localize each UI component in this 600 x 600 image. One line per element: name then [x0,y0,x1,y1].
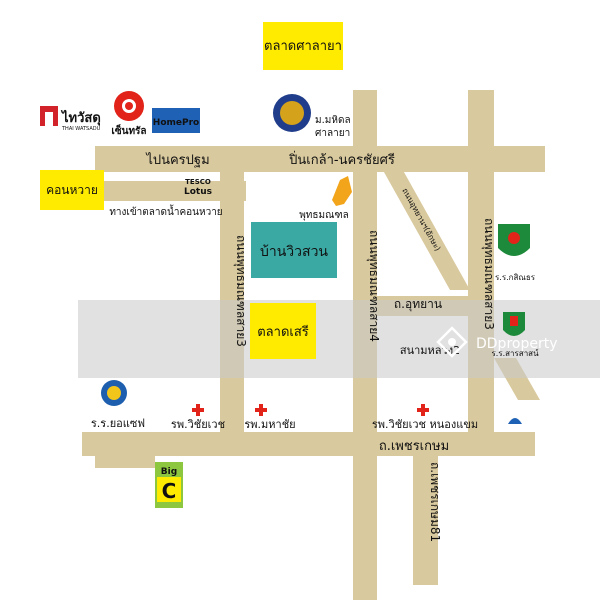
bigc-logo: Big C [155,462,183,508]
yothin-school: ร.ร.ยอแซฟ [91,380,145,430]
svg-text:Lotus: Lotus [184,187,212,197]
buddhamonthon-sai3-label: ถนนพุทธมณฑลสาย3 [233,235,248,347]
khlong-khwai-label: คอนหวาย [46,183,98,197]
red-cross-icon [255,404,267,416]
kasem-school: ร.ร.กสิณธร [495,224,536,282]
road-buddhamonthon-sai3 [220,152,244,432]
vichaivej-nongkhaem-label: รพ.วิชัยเวช หนองแขม [372,418,478,431]
red-cross-icon [417,404,429,416]
svg-text:HomePro: HomePro [153,118,199,128]
mahidol-seal: ม.มหิดล ศาลายา [273,94,351,139]
svg-text:Big: Big [161,467,177,477]
khlong-khwai-entrance-label: ทางเข้าตลาดน้ำคอนหวาย [109,204,222,218]
sarasas-school: ร.ร.สารสาสน์ [491,312,539,358]
market-top-box [263,22,343,70]
svg-text:ร.ร.สารสาสน์: ร.ร.สารสาสน์ [491,348,539,358]
phetkasem-road-label: ถ.เพชรเกษม [379,439,449,454]
watermark: DDproperty [436,326,558,358]
svg-text:ศาลายา: ศาลายา [315,128,350,139]
shell-icon [508,418,522,424]
svg-text:DDproperty: DDproperty [476,336,558,352]
uthayan-road-label: ถ.อุทยาน [394,297,442,312]
svg-text:พุทธมณฑล: พุทธมณฑล [299,210,349,221]
central-logo: เซ็นทรัล [111,91,147,137]
svg-text:ม.มหิดล: ม.มหิดล [315,115,351,126]
road-phetkasem-81 [413,445,438,585]
talad-seri-label: ตลาดเสรี [257,324,309,340]
thaiwatsadu-logo: ไทวัสดุ THAI WATSADU [40,106,101,132]
homepro-logo: HomePro [152,108,200,133]
buddhamonthon-sai3-right-label: ถนนพุทธมณฑลสาย3 [481,218,496,330]
market-top-label: ตลาดศาลายา [264,39,342,54]
road-phetkasem [82,432,535,456]
svg-text:ร.ร.กสิณธร: ร.ร.กสิณธร [495,273,536,282]
khlong-khwai-box [40,170,104,210]
vichaivej-hospital-label: รพ.วิชัยเวช [171,418,225,431]
buddhamonthon-landmark: พุทธมณฑล [299,176,352,221]
sanam-luang-2-label: สนามหลวง2 [400,344,460,357]
road-right-vertical [468,90,494,450]
buddhamonthon-sai4-label: ถนนพุทธมณฑลสาย4 [366,230,381,342]
phetkasem-81-label: ถ.เพชรเกษม81 [428,462,442,542]
baan-wiw-suan-label: บ้านวิวสวน [260,244,328,260]
svg-text:เซ็นทรัล: เซ็นทรัล [111,123,146,137]
svg-text:ร.ร.ยอแซฟ: ร.ร.ยอแซฟ [91,417,145,430]
golden-statue-icon [332,176,352,206]
red-cross-icon [192,404,204,416]
road-khlong-khwai [78,181,246,201]
baan-wiw-suan-box [251,222,337,278]
to-nakhon-pathom-label: ไปนครปฐม [145,152,209,168]
talad-seri-box [250,303,316,359]
road-diagonal [380,165,470,290]
svg-text:C: C [162,479,177,503]
svg-text:THAI WATSADU: THAI WATSADU [61,126,101,132]
svg-text:TESCO: TESCO [185,178,211,186]
road-phetkasem-lower-left [95,456,155,468]
tesco-lotus-logo: TESCO Lotus [184,178,212,197]
mahachai-hospital-label: รพ.มหาชัย [244,418,295,431]
svg-text:ไทวัสดุ: ไทวัสดุ [60,109,101,126]
pinklao-nakhonchaisri-label: ปิ่นเกล้า-นครชัยศรี [288,151,395,168]
